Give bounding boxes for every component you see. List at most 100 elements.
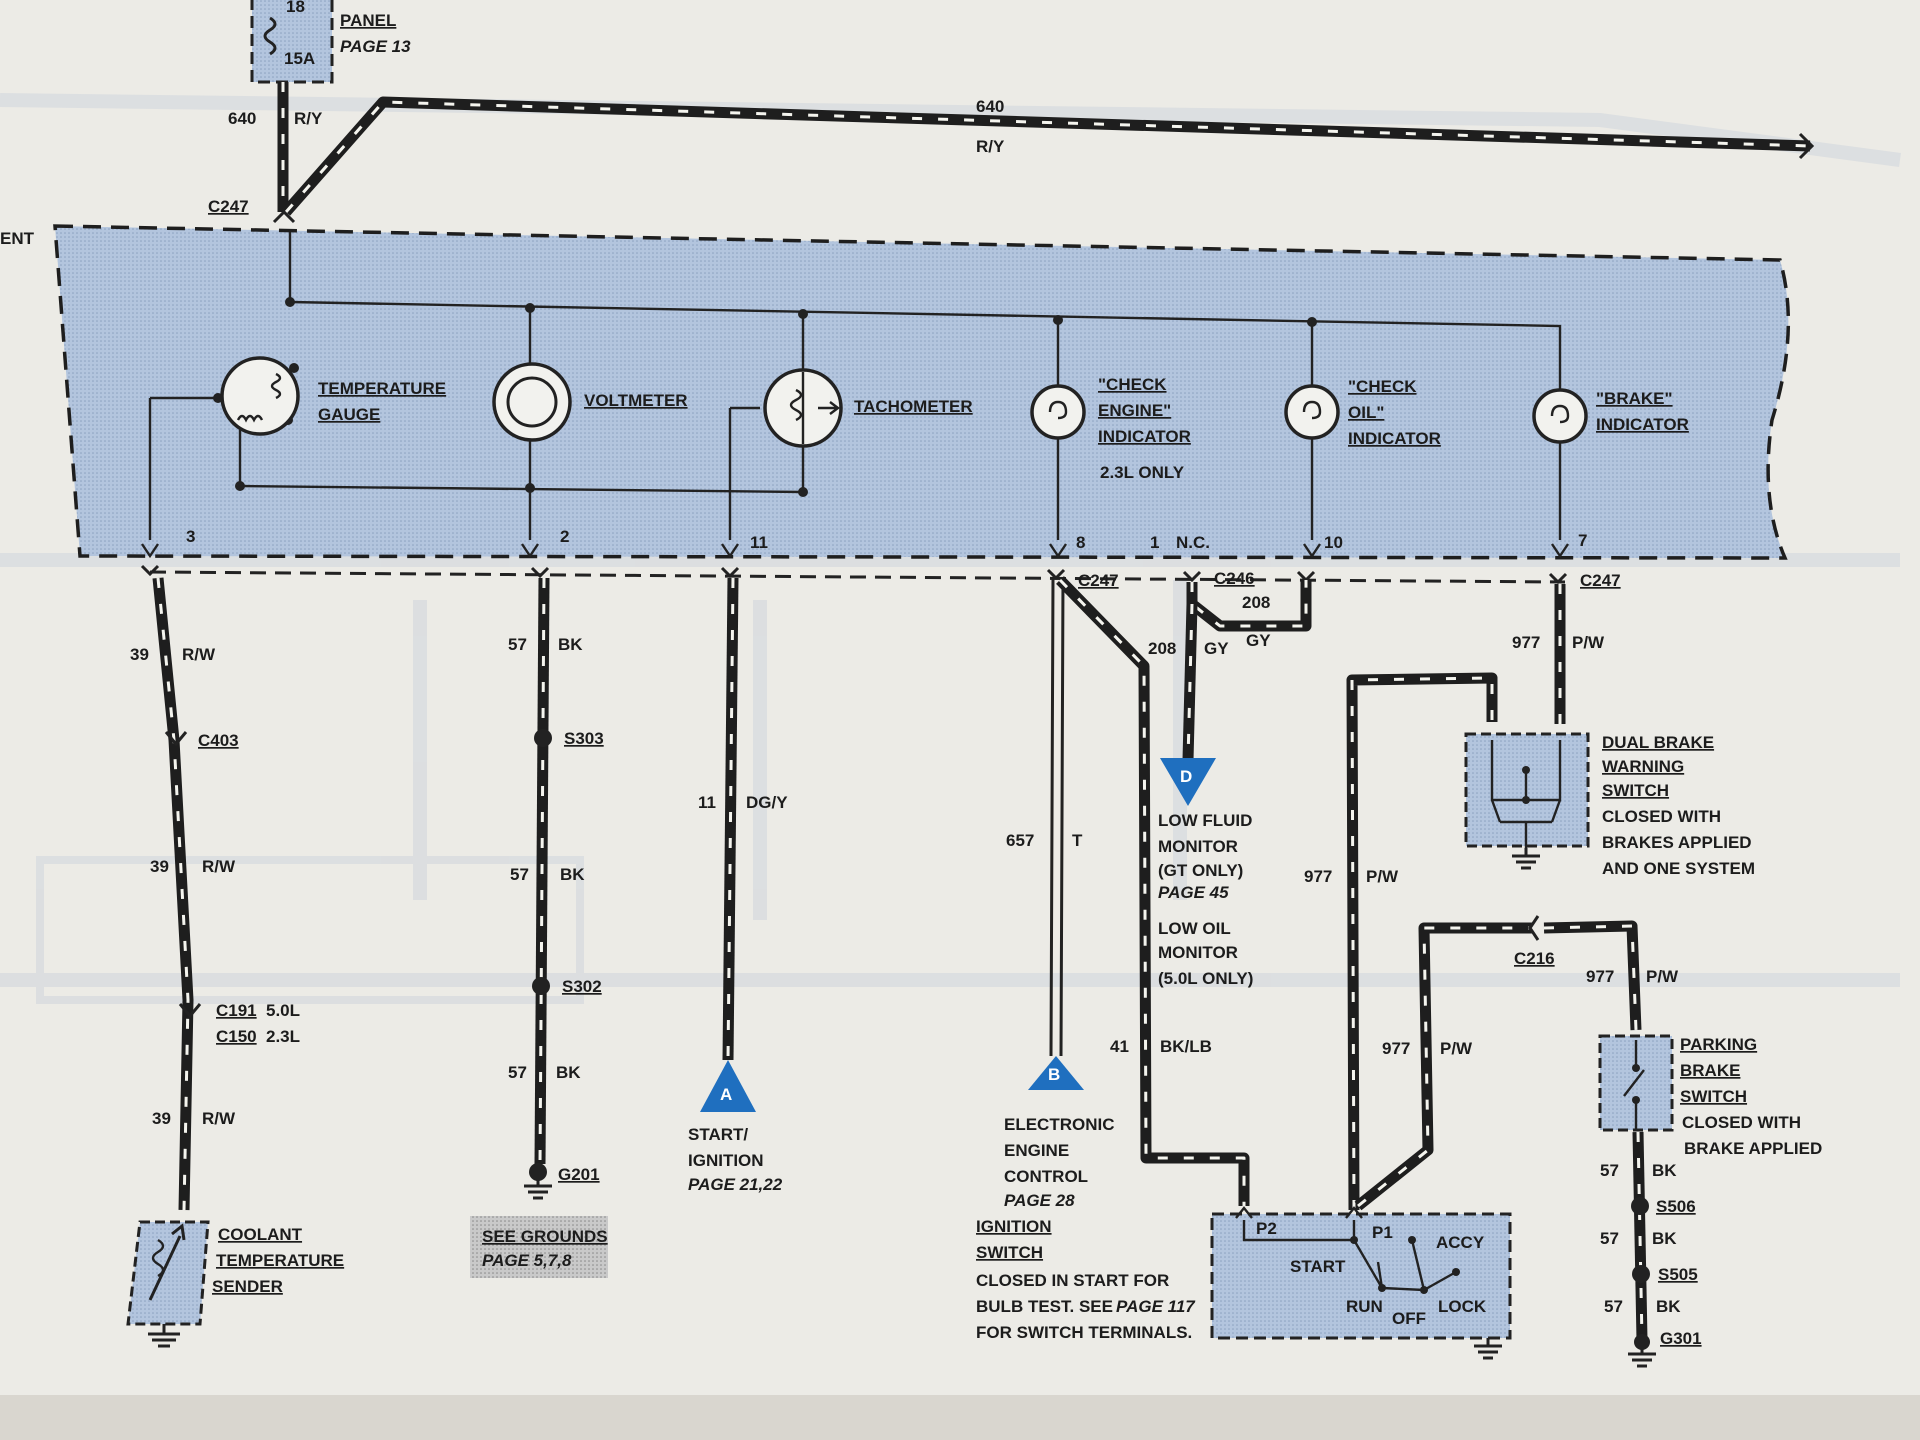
connector-c403: C403: [198, 731, 239, 750]
component-label: "CHECK: [1348, 377, 1417, 396]
voltmeter-icon: [492, 362, 572, 442]
wire-circuit: 39: [152, 1109, 171, 1128]
wire-circuit: 11: [698, 793, 716, 812]
parking-brake-label: CLOSED WITH: [1682, 1113, 1801, 1132]
wire-color: R/W: [182, 645, 216, 664]
cluster-pin: 3: [186, 527, 195, 546]
feed-wire-circuit: 640: [976, 97, 1004, 116]
connector-c150: C150: [216, 1027, 257, 1046]
sender-label: COOLANT: [218, 1225, 303, 1244]
ground-g201: G201: [558, 1165, 600, 1184]
fuse-panel-label: PANEL: [340, 11, 396, 30]
ground-symbol-icon: [1474, 1338, 1502, 1360]
fuse-panel: 18 15A PANEL PAGE 13: [250, 0, 411, 84]
instrument-cluster: TEMPERATURE GAUGE VOLTMETER TACHOMETER "…: [53, 224, 1791, 560]
wire-color: P/W: [1366, 867, 1399, 886]
wire-color: R/W: [202, 1109, 236, 1128]
ref-d-letter: D: [1180, 767, 1192, 786]
ignition-switch-desc-page: PAGE 117: [1116, 1297, 1196, 1316]
ignition-switch-title: IGNITION: [976, 1217, 1052, 1236]
ground-symbol-icon: [148, 1324, 180, 1348]
wire-circuit: 57: [1600, 1229, 1619, 1248]
cluster-pin: 7: [1578, 531, 1587, 550]
component-label: "BRAKE": [1596, 389, 1673, 408]
wire-57-parking-brake-ground: 57 BK 57 BK 57 BK S506 S505 G301: [1600, 1131, 1702, 1368]
coolant-temperature-sender: [126, 1220, 210, 1348]
wire-11-ignition: 11 DG/Y A START/ IGNITION PAGE 21,22: [688, 577, 788, 1194]
cluster-pin: 8: [1076, 533, 1085, 552]
wire-39-temp-sender: 39 R/W 39 R/W 39 R/W C403 C191 5.0L C150…: [130, 577, 300, 1211]
fuse-number: 18: [286, 0, 305, 16]
wire-color: T: [1072, 831, 1083, 850]
check-engine-bulb-icon: [1030, 384, 1086, 440]
wire-circuit: 208: [1148, 639, 1176, 658]
ref-a-label: IGNITION: [688, 1151, 764, 1170]
feed-wire-color: R/Y: [976, 137, 1005, 156]
component-label: TEMPERATURE: [318, 379, 446, 398]
wire-color: R/W: [202, 857, 236, 876]
wire-color: BK/LB: [1160, 1037, 1212, 1056]
ref-d-label: MONITOR: [1158, 837, 1238, 856]
sender-label: TEMPERATURE: [216, 1251, 344, 1270]
connector-c247: C247: [1078, 571, 1119, 590]
feed-wire-circuit: 640: [228, 109, 256, 128]
connector-c247-top: C247: [208, 197, 249, 216]
splice-s505: S505: [1658, 1265, 1698, 1284]
left-edge-fragment: ENT: [0, 229, 35, 248]
parking-brake-label: BRAKE: [1680, 1061, 1740, 1080]
wire-circuit: 57: [1604, 1297, 1623, 1316]
wire-circuit: 57: [510, 865, 529, 884]
ref-d-label: MONITOR: [1158, 943, 1238, 962]
ref-d-label: LOW FLUID: [1158, 811, 1252, 830]
ref-b-label: ENGINE: [1004, 1141, 1069, 1160]
wire-color: DG/Y: [746, 793, 788, 812]
ref-b-triangle-icon: [1028, 1056, 1084, 1090]
wire-circuit: 57: [508, 635, 527, 654]
dual-brake-warning-switch: [1464, 732, 1590, 870]
ignition-position-run: RUN: [1346, 1297, 1383, 1316]
wire-circuit: 41: [1110, 1037, 1129, 1056]
connector-c191: C191: [216, 1001, 257, 1020]
ref-b-letter: B: [1048, 1065, 1060, 1084]
parking-brake-label: SWITCH: [1680, 1087, 1747, 1106]
wire-208-low-fluid: 208 GY 208 GY D LOW FLUID MONITOR (GT ON…: [1148, 580, 1312, 988]
cluster-outline: [53, 224, 1791, 560]
connector-row-line: [149, 570, 1566, 584]
component-label: ENGINE": [1098, 401, 1171, 420]
ignition-switch: P2 P1 START ACCY RUN OFF LOCK: [1210, 1206, 1512, 1360]
dual-brake-label: AND ONE SYSTEM: [1602, 859, 1755, 878]
connector-c246: C246: [1214, 569, 1255, 588]
ignition-switch-desc: FOR SWITCH TERMINALS.: [976, 1323, 1192, 1342]
wire-circuit: 39: [150, 857, 169, 876]
cluster-pin-arrows: [141, 543, 1569, 559]
connector-c191-engine: 5.0L: [266, 1001, 300, 1020]
ignition-position-start: START: [1290, 1257, 1346, 1276]
fuse-icon: [263, 16, 277, 56]
wire-color: BK: [558, 635, 583, 654]
wire-color: BK: [560, 865, 585, 884]
temperature-gauge-icon: [220, 356, 300, 436]
dual-brake-label: DUAL BRAKE: [1602, 733, 1714, 752]
grounds-ref-page: PAGE 5,7,8: [482, 1251, 572, 1270]
ignition-switch-desc: CLOSED IN START FOR: [976, 1271, 1169, 1290]
ignition-terminal-p1: P1: [1372, 1223, 1393, 1242]
wire-circuit: 977: [1304, 867, 1332, 886]
ground-symbol-icon: [1512, 848, 1540, 870]
parking-brake-label: BRAKE APPLIED: [1684, 1139, 1822, 1158]
grounds-ref: SEE GROUNDS: [482, 1227, 608, 1246]
cluster-pin: 1: [1150, 533, 1159, 552]
ref-b-label: CONTROL: [1004, 1167, 1088, 1186]
cluster-pin: 10: [1324, 533, 1343, 552]
ignition-terminal-p2: P2: [1256, 1219, 1277, 1238]
wire-circuit: 977: [1382, 1039, 1410, 1058]
parking-brake-switch: [1598, 1034, 1674, 1132]
dual-brake-label: WARNING: [1602, 757, 1684, 776]
connector-c150-engine: 2.3L: [266, 1027, 300, 1046]
wire-circuit: 657: [1006, 831, 1034, 850]
ground-g301: G301: [1660, 1329, 1702, 1348]
wire-circuit: 39: [130, 645, 149, 664]
ref-a-page: PAGE 21,22: [688, 1175, 783, 1194]
wire-color: GY: [1204, 639, 1229, 658]
ground-symbol-icon: [524, 1163, 552, 1200]
